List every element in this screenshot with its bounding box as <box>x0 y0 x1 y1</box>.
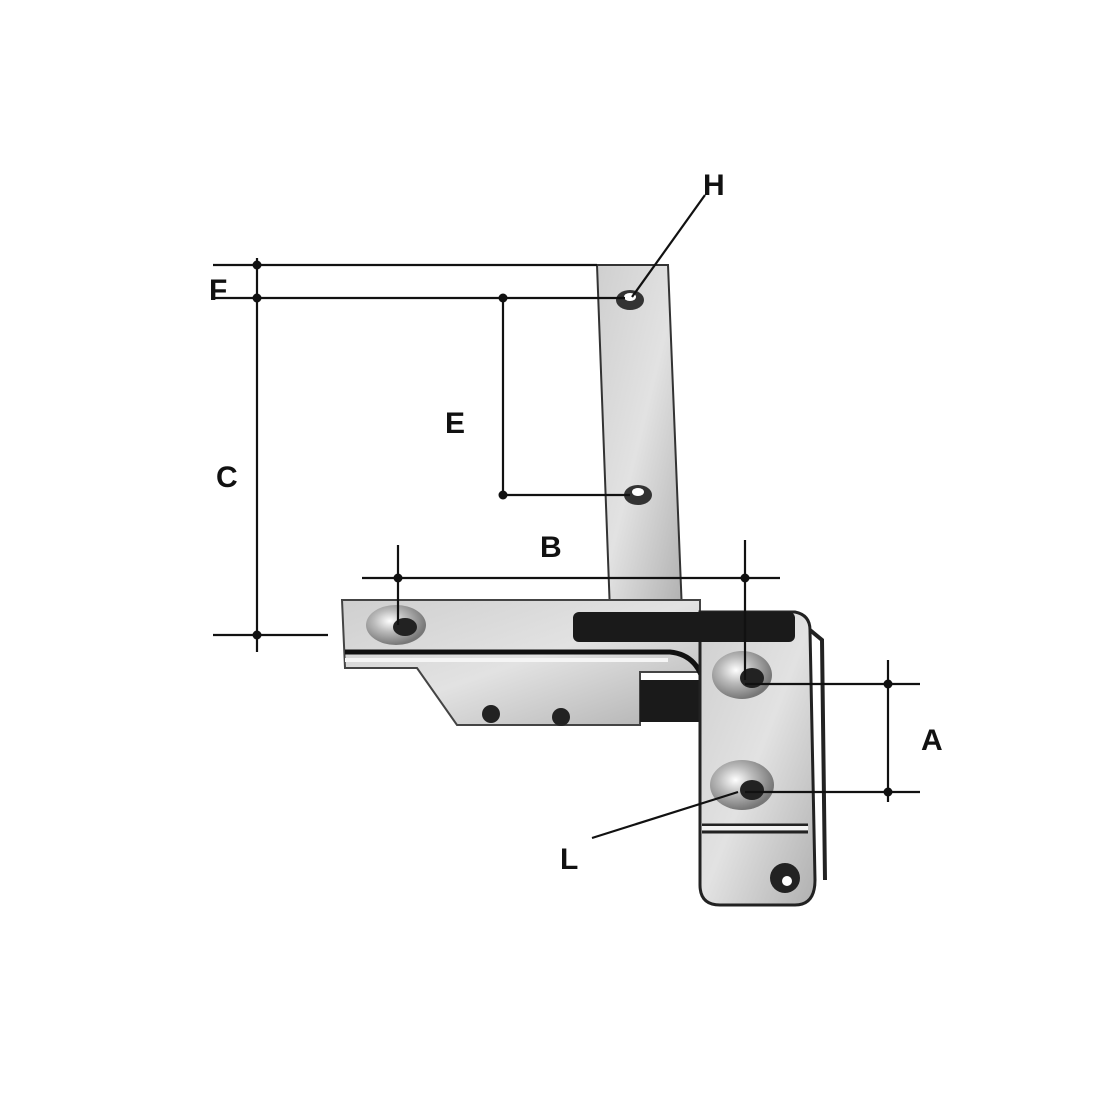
label-c: C <box>216 461 238 494</box>
label-b: B <box>540 531 562 564</box>
hinge-illustration <box>340 264 827 907</box>
label-f: F <box>209 274 227 307</box>
vertical-plate <box>595 264 684 613</box>
dimension-lines <box>213 194 920 840</box>
label-h: H <box>703 169 725 202</box>
label-a: A <box>921 724 943 757</box>
plate-fold <box>702 823 808 834</box>
label-l: L <box>560 843 578 876</box>
dark-block <box>640 680 702 722</box>
screw-holes <box>366 290 800 893</box>
dark-bar <box>573 612 795 642</box>
label-e: E <box>445 407 465 440</box>
